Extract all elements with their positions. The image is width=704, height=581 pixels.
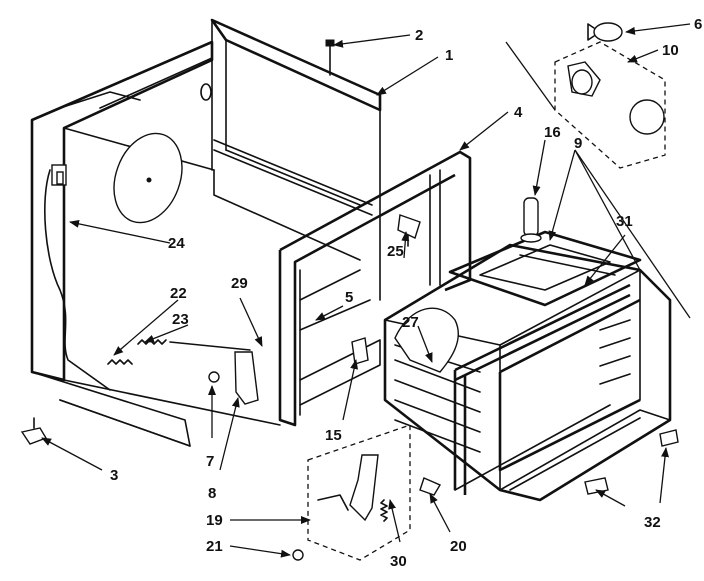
springs-parts [107,339,251,365]
label-32: 32 [644,514,661,531]
label-23: 23 [172,311,189,328]
label-19: 19 [206,512,223,529]
light-bulb-part [587,22,623,42]
sensor-probe-part [397,214,421,247]
label-10: 10 [662,42,679,59]
leader-lines [41,23,691,558]
label-1: 1 [445,47,453,64]
label-30: 30 [390,553,407,570]
label-5: 5 [345,289,353,306]
part-labels: 1 2 3 4 5 6 7 8 9 10 15 16 19 20 21 22 2… [110,16,702,570]
label-20: 20 [450,538,467,555]
label-4: 4 [514,104,523,121]
label-2: 2 [415,27,423,44]
door-latch-assembly [292,337,442,561]
label-16: 16 [544,124,561,141]
leveling-leg-part [20,417,48,445]
label-27: 27 [402,314,419,331]
label-31: 31 [616,213,633,230]
label-3: 3 [110,467,118,484]
label-6: 6 [694,16,702,33]
front-frame [278,150,472,427]
oven-cabinet-frame [30,18,382,447]
screw-part-2 [325,39,335,76]
light-socket-part [520,197,542,243]
label-25: 25 [387,243,404,260]
label-15: 15 [325,427,342,444]
lamp-assembly-box [554,41,666,169]
hinge-parts [208,351,259,405]
label-7: 7 [206,453,214,470]
label-29: 29 [231,275,248,292]
oven-cavity [383,230,672,502]
label-21: 21 [206,538,223,555]
label-8: 8 [208,485,216,502]
label-22: 22 [170,285,187,302]
label-24: 24 [168,235,185,252]
label-9: 9 [574,135,582,152]
